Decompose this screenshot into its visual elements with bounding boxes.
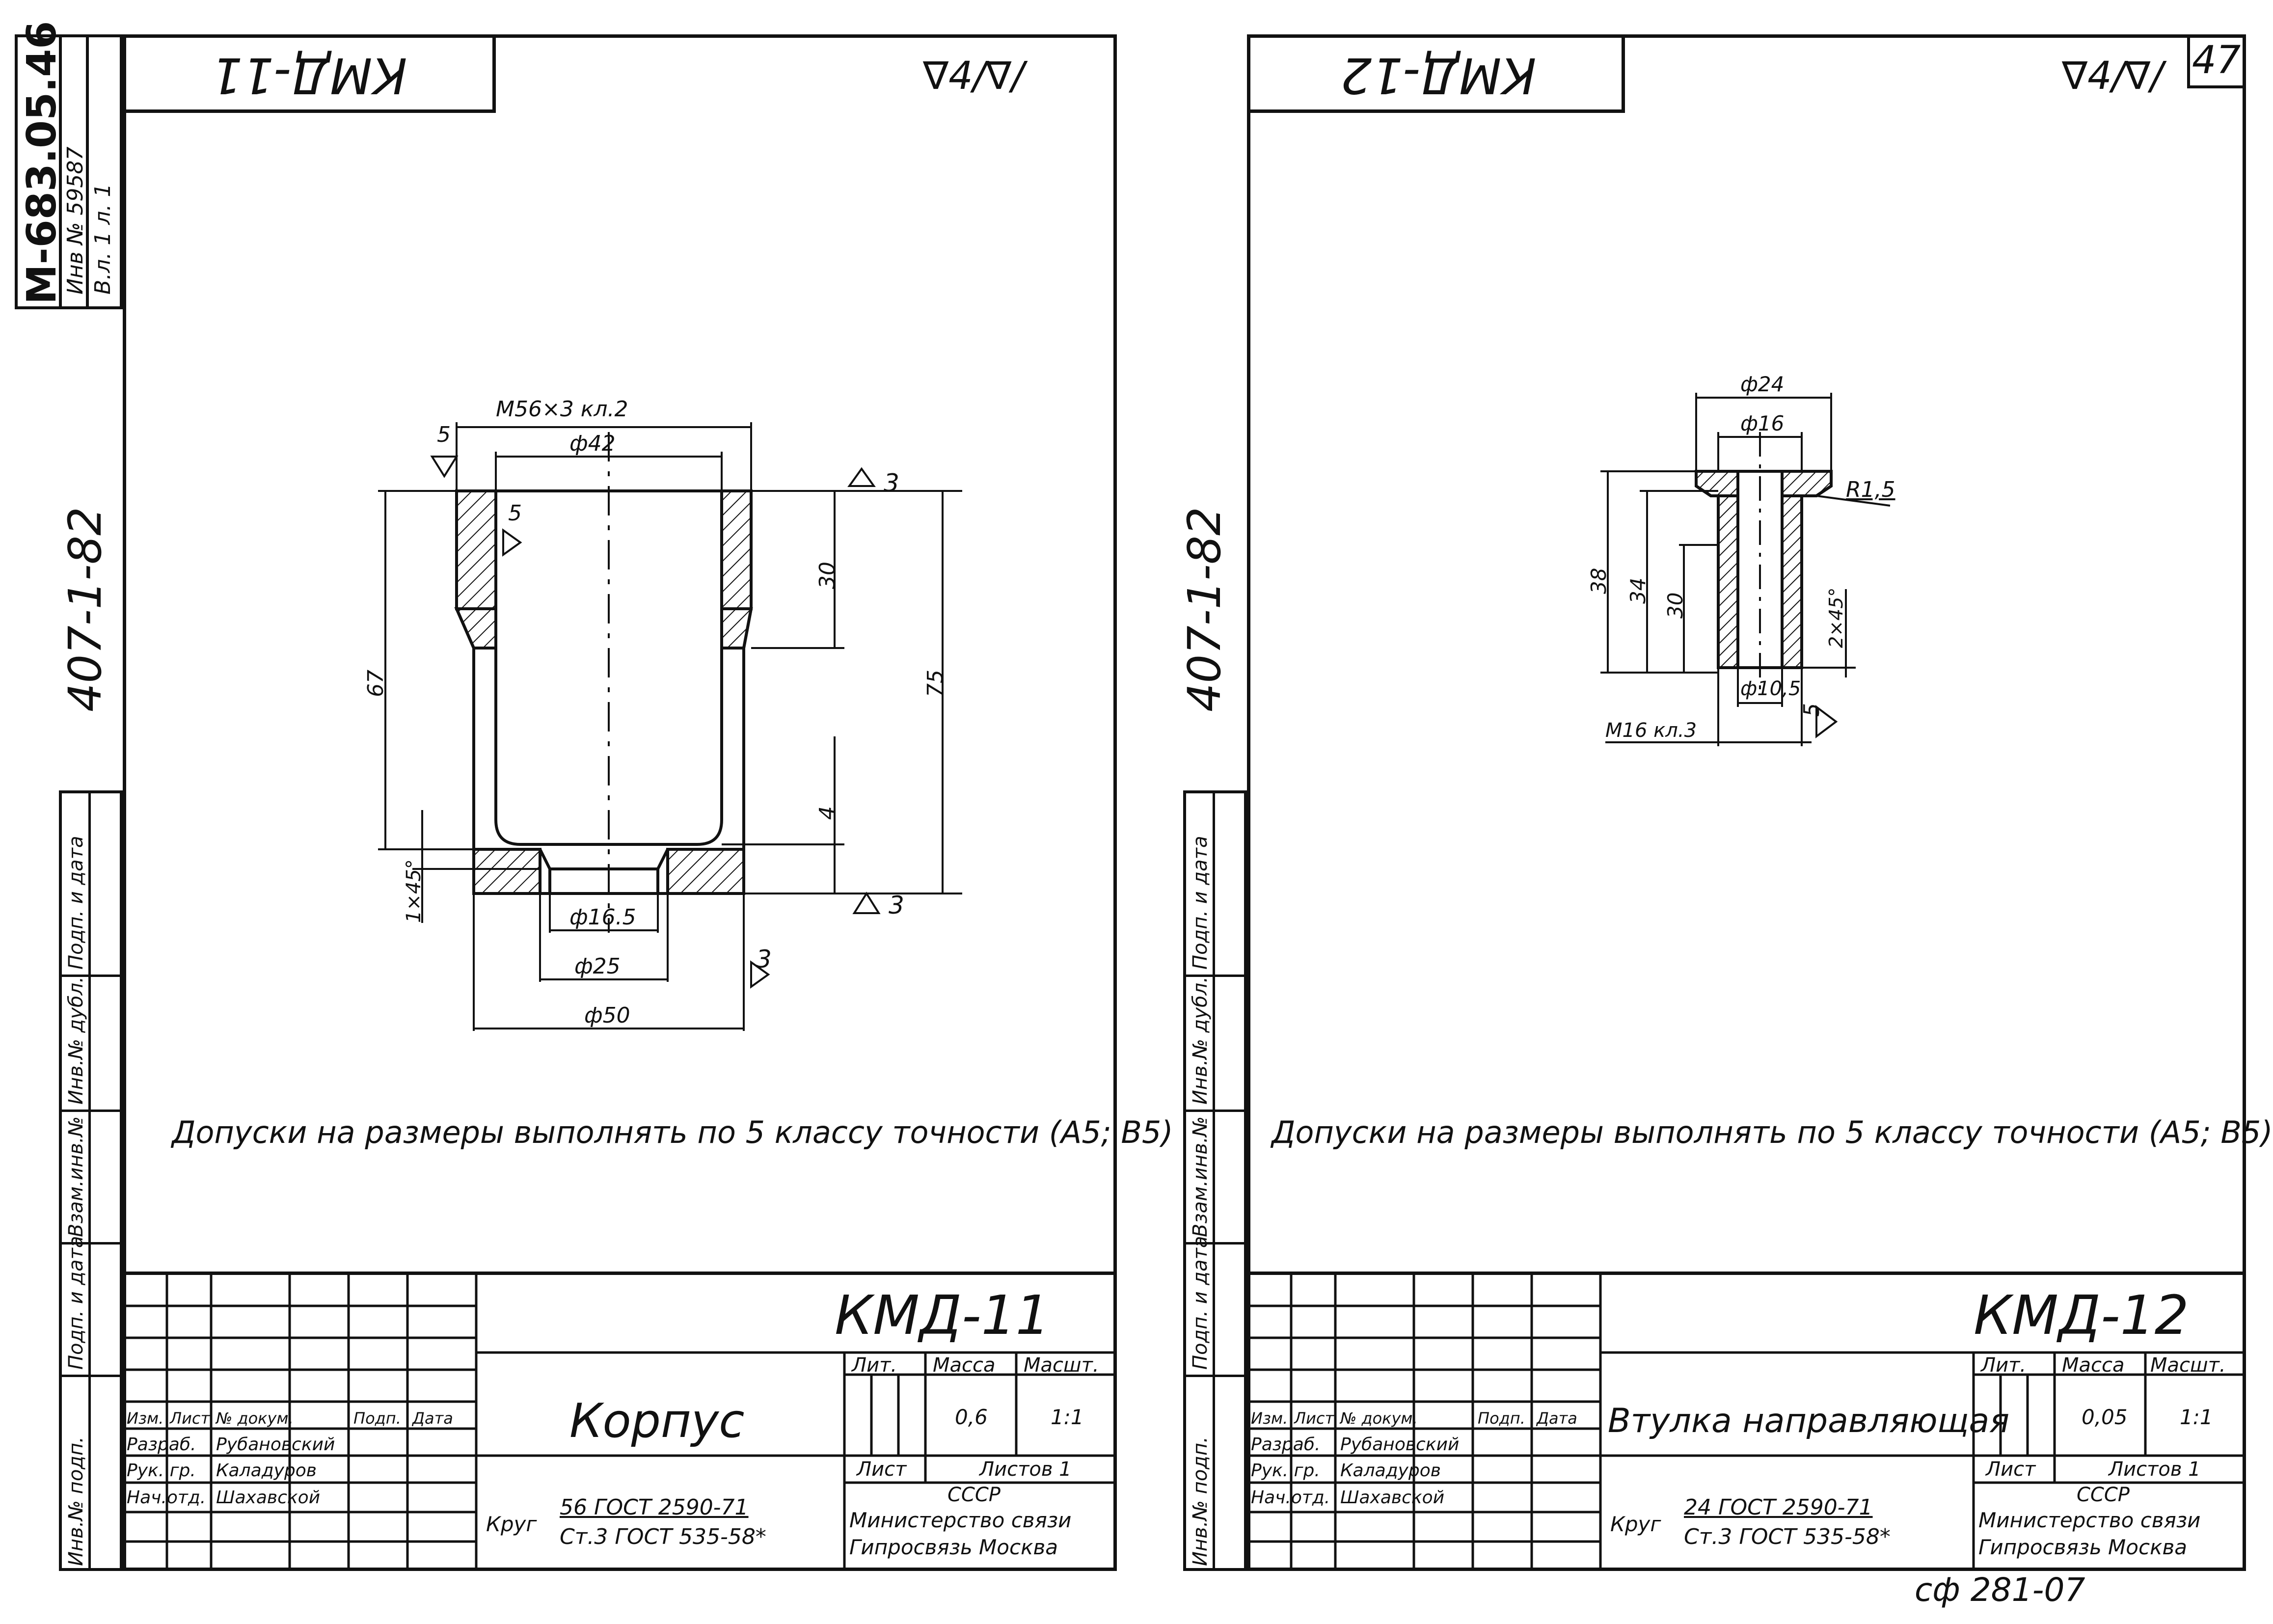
- right-dim-d10-5: ф10,5: [1740, 677, 1801, 700]
- page-number: 47: [2192, 38, 2241, 82]
- left-sheet-frame: [123, 34, 1117, 1571]
- right-tb-col-doc: № докум.: [1340, 1409, 1418, 1428]
- left-tb-col-izm: Изм.: [127, 1409, 164, 1428]
- right-tb-material-1: 24 ГОСТ 2590-71: [1684, 1495, 1873, 1520]
- left-header-box: [123, 34, 496, 113]
- right-dim-thread: М16 кл.3: [1605, 719, 1697, 742]
- right-tb-row1-name: Рубановский: [1340, 1435, 1460, 1455]
- left-rough-3c: 3: [756, 945, 772, 974]
- left-dim-d25: ф25: [574, 954, 621, 979]
- left-rough-3a: 3: [884, 469, 899, 497]
- left-tb-row2-name: Каладуров: [216, 1461, 317, 1481]
- right-roughness-mark: ∇4/∇/: [2062, 54, 2164, 98]
- right-tb-material-prefix: Круг: [1610, 1512, 1661, 1536]
- right-tb-scale-label: Масшт.: [2150, 1354, 2226, 1377]
- left-tb-mass-value: 0,6: [955, 1405, 988, 1429]
- right-tb-org-3: Гипросвязь Москва: [1978, 1535, 2187, 1559]
- right-sheet-frame: [1247, 34, 2246, 1571]
- left-dim-d16-5: ф16.5: [569, 905, 636, 930]
- left-tb-row2-role: Рук. гр.: [127, 1461, 196, 1481]
- footer-code: сф 281-07: [1915, 1571, 2085, 1609]
- left-tb-row1-role: Разраб.: [127, 1435, 196, 1455]
- left-side-strip: [59, 790, 123, 1571]
- right-header-box: [1247, 34, 1625, 113]
- right-tb-designation: КМД-12: [1974, 1284, 2189, 1347]
- left-tb-material-2: Ст.3 ГОСТ 535-58*: [560, 1524, 766, 1549]
- left-tb-scale-value: 1:1: [1051, 1405, 1084, 1429]
- right-tb-col-sign: Подп.: [1478, 1409, 1525, 1428]
- right-dim-d24: ф24: [1740, 372, 1785, 396]
- right-tb-row2-role: Рук. гр.: [1251, 1461, 1320, 1481]
- right-tb-lit-label: Лит.: [1981, 1354, 2027, 1377]
- left-title-block: [123, 1272, 1117, 1571]
- left-tb-designation: КМД-11: [835, 1284, 1050, 1347]
- right-tb-scale-value: 1:1: [2180, 1405, 2213, 1429]
- left-roughness-mark: ∇4/∇/: [923, 54, 1025, 98]
- right-tb-org-1: СССР: [2077, 1484, 2130, 1506]
- left-tb-scale-label: Масшт.: [1024, 1354, 1099, 1377]
- left-tb-sheets-label: Листов 1: [979, 1458, 1072, 1481]
- right-tb-row1-role: Разраб.: [1251, 1435, 1321, 1455]
- right-dim-d16: ф16: [1740, 411, 1785, 435]
- right-tb-col-list: Лист: [1294, 1409, 1334, 1428]
- left-tb-lit-label: Лит.: [852, 1354, 897, 1377]
- left-tb-col-list: Лист: [170, 1409, 210, 1428]
- right-dim-r1-5: R1,5: [1846, 477, 1895, 502]
- right-tb-org-2: Министерство связи: [1978, 1508, 2201, 1532]
- left-tb-row1-name: Рубановский: [216, 1435, 335, 1455]
- left-tb-row3-name: Шахавской: [216, 1488, 321, 1508]
- left-tb-org-1: СССР: [947, 1484, 1001, 1506]
- left-doc-stamp: [15, 34, 123, 309]
- right-tb-col-izm: Изм.: [1251, 1409, 1288, 1428]
- right-tb-row3-name: Шахавской: [1340, 1488, 1445, 1508]
- right-tb-name: Втулка направляющая: [1608, 1402, 2010, 1440]
- left-tb-name: Корпус: [569, 1394, 745, 1448]
- left-dim-d42: ф42: [569, 431, 616, 456]
- right-tb-sheet-label: Лист: [1986, 1458, 2036, 1481]
- right-side-strip: [1183, 790, 1247, 1571]
- right-tb-col-date: Дата: [1537, 1409, 1577, 1428]
- left-tb-col-date: Дата: [412, 1409, 453, 1428]
- left-dim-d50: ф50: [584, 1003, 630, 1028]
- left-tb-sheet-label: Лист: [857, 1458, 907, 1481]
- left-tb-org-3: Гипросвязь Москва: [849, 1535, 1058, 1559]
- left-tb-col-doc: № докум.: [216, 1409, 294, 1428]
- left-tb-material-1: 56 ГОСТ 2590-71: [560, 1495, 749, 1520]
- left-rough-3b: 3: [889, 891, 904, 920]
- left-tolerance-note: Допуски на размеры выполнять по 5 классу…: [172, 1114, 1173, 1150]
- right-tolerance-note: Допуски на размеры выполнять по 5 классу…: [1272, 1114, 2273, 1150]
- left-rough-5a: 5: [437, 422, 451, 447]
- page-number-box: [2187, 34, 2246, 88]
- left-dim-thread: М56×3 кл.2: [496, 397, 628, 422]
- right-tb-material-2: Ст.3 ГОСТ 535-58*: [1684, 1524, 1891, 1549]
- left-tb-material-prefix: Круг: [486, 1512, 537, 1536]
- left-tb-org-2: Министерство связи: [849, 1508, 1072, 1532]
- right-tb-row3-role: Нач.отд.: [1251, 1488, 1330, 1508]
- right-title-block: [1247, 1272, 2246, 1571]
- left-rough-5b: 5: [508, 501, 522, 526]
- right-tb-row2-name: Каладуров: [1340, 1461, 1441, 1481]
- right-tb-sheets-label: Листов 1: [2109, 1458, 2201, 1481]
- right-tb-mass-label: Масса: [2062, 1354, 2125, 1377]
- left-tb-col-sign: Подп.: [353, 1409, 401, 1428]
- right-tb-mass-value: 0,05: [2082, 1405, 2128, 1429]
- left-tb-mass-label: Масса: [933, 1354, 996, 1377]
- left-tb-row3-role: Нач.отд.: [127, 1488, 206, 1508]
